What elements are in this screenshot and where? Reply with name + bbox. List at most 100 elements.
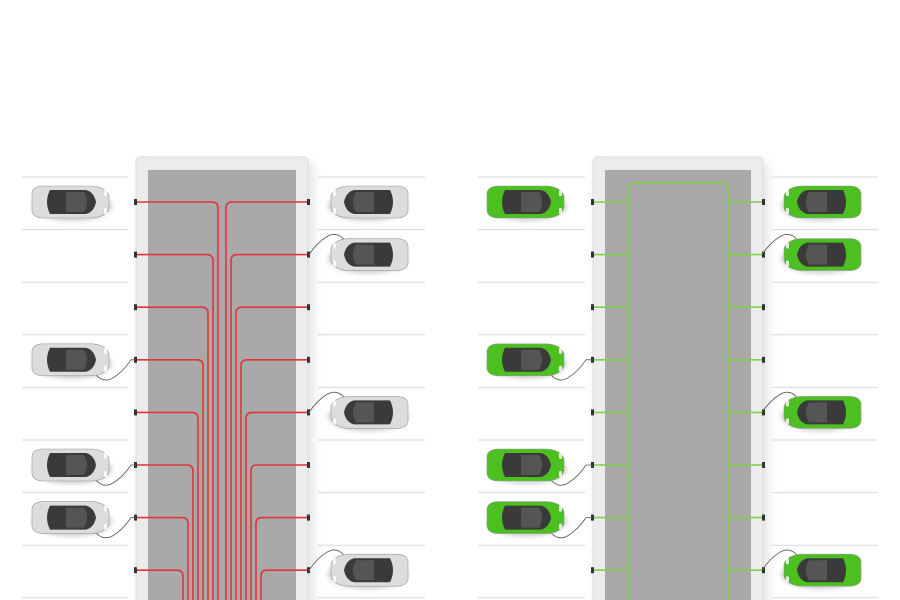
cable-right xyxy=(230,253,308,600)
cable-right xyxy=(250,464,308,600)
red-wired-lot xyxy=(22,156,425,600)
charger-connector xyxy=(134,251,137,258)
cable-right xyxy=(235,306,308,600)
car xyxy=(486,448,567,484)
headlight xyxy=(559,365,562,372)
charger-connector xyxy=(762,409,765,416)
cable-left xyxy=(136,464,194,600)
charger-connector xyxy=(762,199,765,205)
charging-cable xyxy=(308,233,346,255)
car xyxy=(31,343,112,379)
cable-left xyxy=(136,359,204,600)
charging-cable xyxy=(308,391,346,413)
car-roof xyxy=(806,402,827,423)
headlight xyxy=(786,260,789,267)
car xyxy=(31,448,112,484)
cable-right xyxy=(245,411,308,600)
charging-cable xyxy=(308,549,346,571)
platform-surface xyxy=(148,170,296,600)
charger-connector xyxy=(134,567,137,574)
charger-connector xyxy=(591,199,594,205)
cable-left xyxy=(136,253,214,600)
headlight xyxy=(104,208,107,214)
charging-cable xyxy=(94,359,136,381)
charger-connector xyxy=(307,199,310,205)
car xyxy=(781,185,862,221)
car xyxy=(486,343,567,379)
headlight xyxy=(786,400,789,407)
headlight xyxy=(333,576,336,583)
headlight xyxy=(786,576,789,583)
charger-connector xyxy=(762,356,765,363)
platform-surface xyxy=(605,170,751,600)
cable-right xyxy=(240,359,308,600)
car xyxy=(486,185,567,221)
car-roof xyxy=(521,349,542,370)
charger-connector xyxy=(591,304,594,311)
charger-connector xyxy=(134,409,137,416)
car-roof xyxy=(66,349,87,370)
car xyxy=(328,185,409,221)
car xyxy=(486,501,567,537)
headlight xyxy=(559,453,562,459)
cable-left xyxy=(136,411,199,600)
car-roof xyxy=(353,244,374,265)
headlight xyxy=(104,190,107,196)
headlight xyxy=(786,190,789,196)
cable-left xyxy=(136,516,189,600)
car-roof xyxy=(521,192,542,212)
charger-connector xyxy=(762,514,765,521)
headlight xyxy=(333,190,336,196)
charger-connector xyxy=(307,462,310,468)
charger-connector xyxy=(762,304,765,311)
car-roof xyxy=(66,192,87,212)
headlight xyxy=(104,505,107,512)
headlight xyxy=(786,208,789,214)
charger-connector xyxy=(591,409,594,416)
car-roof xyxy=(66,455,87,475)
headlight xyxy=(559,505,562,512)
charger-connector xyxy=(307,356,310,363)
car xyxy=(31,185,112,221)
charging-cable xyxy=(761,391,799,413)
headlight xyxy=(104,523,107,530)
car-roof xyxy=(806,192,827,212)
car xyxy=(31,501,112,537)
headlight xyxy=(559,471,562,477)
headlight xyxy=(104,453,107,459)
cable-right xyxy=(260,569,308,600)
charger-connector xyxy=(762,567,765,574)
headlight xyxy=(104,347,107,354)
charger-connector xyxy=(762,462,765,468)
charger-connector xyxy=(307,304,310,311)
charging-cable xyxy=(549,359,593,381)
charging-cable xyxy=(94,464,136,486)
charger-connector xyxy=(134,304,137,311)
car xyxy=(781,553,862,590)
charging-cable xyxy=(761,233,799,255)
cable-left xyxy=(136,306,209,600)
headlight xyxy=(559,190,562,196)
headlight xyxy=(786,242,789,249)
headlight xyxy=(333,400,336,407)
car-roof xyxy=(66,507,87,528)
car-roof xyxy=(806,560,827,581)
charger-connector xyxy=(762,251,765,258)
green-wired-lot xyxy=(478,156,878,600)
headlight xyxy=(559,523,562,530)
charger-connector xyxy=(591,567,594,574)
charging-cable xyxy=(761,549,799,571)
cable-right xyxy=(255,516,308,600)
charger-connector xyxy=(307,514,310,521)
headlight xyxy=(333,418,336,425)
headlight xyxy=(333,260,336,267)
car-roof xyxy=(521,507,542,528)
headlight xyxy=(559,347,562,354)
headlight xyxy=(104,471,107,477)
car-roof xyxy=(806,244,827,265)
cable-left xyxy=(136,201,219,600)
headlight xyxy=(786,418,789,425)
charger-connector xyxy=(134,199,137,205)
cable-right xyxy=(225,201,308,600)
car-roof xyxy=(353,560,374,581)
